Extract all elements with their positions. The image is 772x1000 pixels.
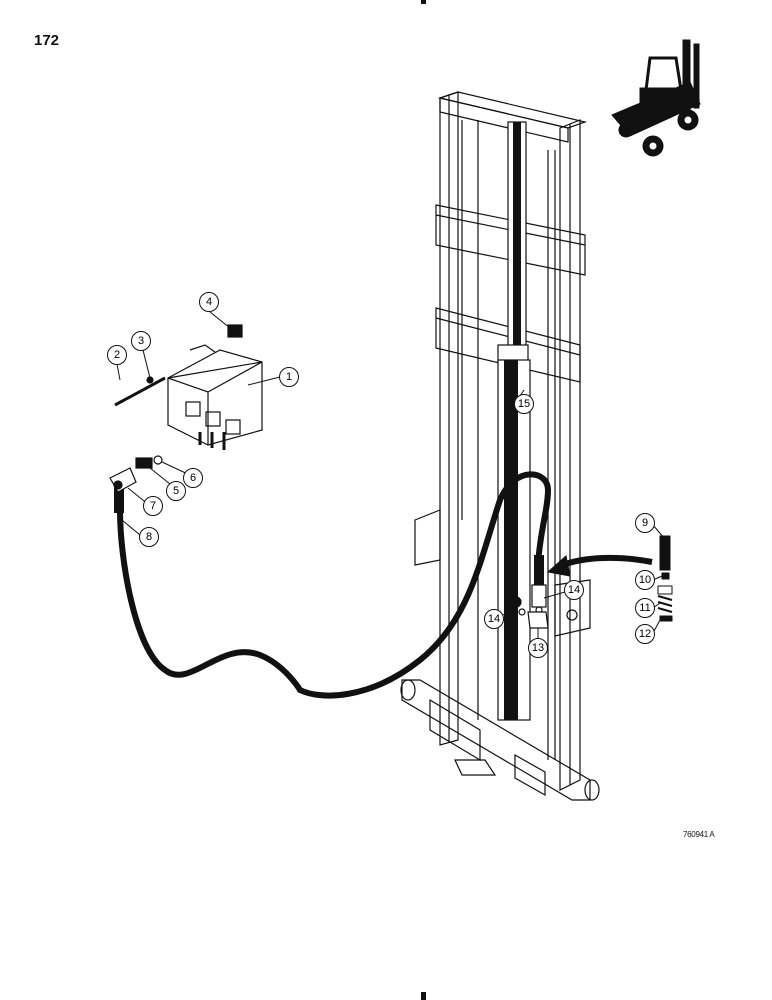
callout-7: 7 bbox=[143, 496, 163, 516]
lift-cylinder bbox=[497, 121, 531, 721]
callout-12: 12 bbox=[635, 624, 655, 644]
svg-text:14: 14 bbox=[488, 613, 500, 625]
callout-4: 4 bbox=[199, 292, 219, 312]
svg-text:9: 9 bbox=[642, 517, 648, 529]
callout-3: 3 bbox=[131, 331, 151, 351]
svg-text:2: 2 bbox=[114, 349, 120, 361]
svg-text:12: 12 bbox=[639, 628, 651, 640]
svg-text:6: 6 bbox=[190, 472, 196, 484]
callout-5: 5 bbox=[166, 481, 186, 501]
callout-1: 1 bbox=[279, 367, 299, 387]
hydraulic-hose bbox=[114, 471, 552, 699]
callout-14-left: 14 bbox=[484, 609, 504, 629]
figure-code: 760941 A bbox=[683, 830, 715, 839]
callout-9: 9 bbox=[635, 513, 655, 533]
svg-text:3: 3 bbox=[138, 335, 144, 347]
svg-text:10: 10 bbox=[639, 574, 651, 586]
callout-13: 13 bbox=[528, 638, 548, 658]
top-crop-mark bbox=[421, 0, 426, 4]
callout-8: 8 bbox=[139, 527, 159, 547]
svg-text:14: 14 bbox=[568, 584, 580, 596]
valve-parts-stack bbox=[657, 535, 673, 622]
callout-2: 2 bbox=[107, 345, 127, 365]
pointer-arrow bbox=[546, 554, 653, 577]
svg-text:4: 4 bbox=[206, 296, 212, 308]
callout-14-right: 14 bbox=[564, 580, 584, 600]
cylinder-fittings bbox=[508, 584, 549, 629]
callout-15: 15 bbox=[514, 394, 534, 414]
callout-11: 11 bbox=[635, 598, 655, 618]
svg-text:5: 5 bbox=[173, 485, 179, 497]
svg-text:11: 11 bbox=[639, 602, 650, 614]
callout-10: 10 bbox=[635, 570, 655, 590]
svg-text:15: 15 bbox=[518, 398, 530, 410]
svg-text:13: 13 bbox=[532, 642, 544, 654]
svg-text:7: 7 bbox=[150, 500, 156, 512]
page-number: 172 bbox=[34, 32, 60, 49]
forklift-icon bbox=[611, 39, 701, 157]
adapter-fittings bbox=[109, 455, 163, 493]
control-valve-block bbox=[114, 324, 263, 450]
svg-text:1: 1 bbox=[286, 371, 292, 383]
bottom-crop-mark bbox=[421, 992, 426, 1000]
svg-text:8: 8 bbox=[146, 531, 152, 543]
callout-6: 6 bbox=[183, 468, 203, 488]
